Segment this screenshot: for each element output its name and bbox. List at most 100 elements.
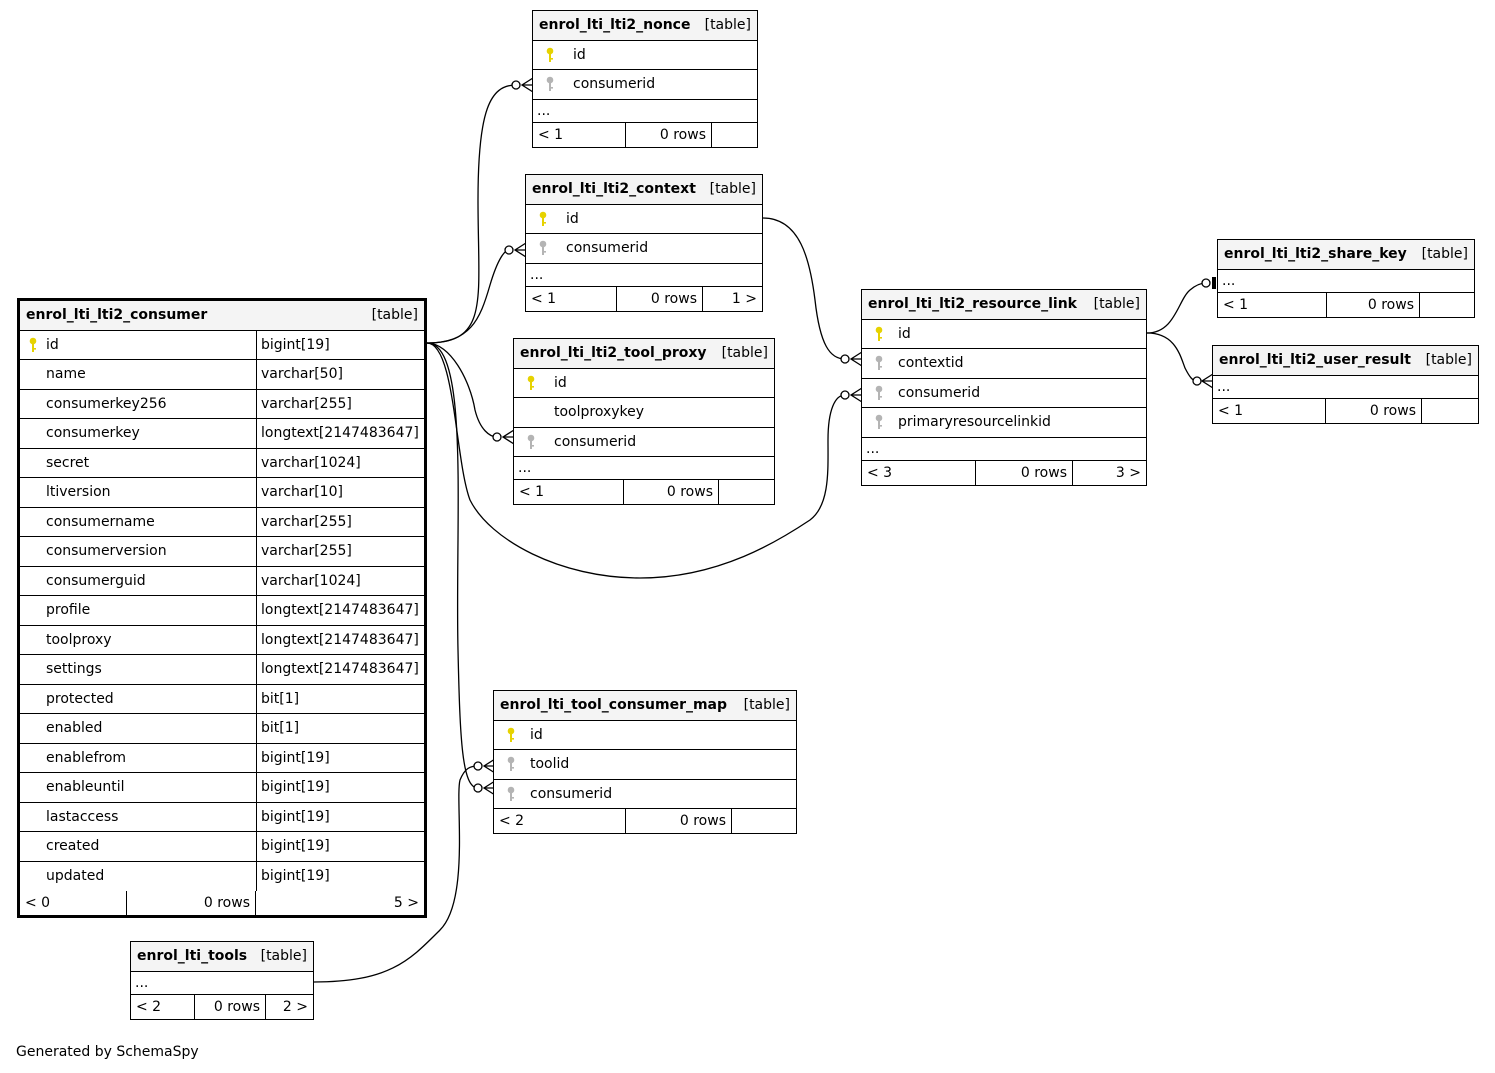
table-enrol-lti-lti2-context[interactable]: enrol_lti_lti2_context [table] id consum… [525,174,763,312]
table-enrol-lti-lti2-nonce[interactable]: enrol_lti_lti2_nonce [table] id consumer… [532,10,758,148]
foreign-key-icon [500,756,522,772]
optional-marker-context [504,245,514,255]
column-name: id [566,210,579,227]
parents-count[interactable]: < 1 [531,290,557,307]
column-row[interactable]: primaryresourcelinkid [862,408,1146,438]
column-row[interactable]: id [494,721,796,750]
table-footer: < 0 0 rows 5 > [20,891,424,915]
column-row[interactable]: id [514,369,774,398]
children-count[interactable] [711,122,757,147]
children-count[interactable]: 3 > [1072,460,1146,485]
children-count[interactable] [718,480,774,504]
optional-marker-sharekey [1201,278,1211,288]
row-count: 0 rows [625,809,731,833]
column-name: primaryresourcelinkid [898,414,1051,431]
parents-count[interactable]: < 1 [1223,296,1249,313]
more-columns-ellipsis: ... [1213,376,1478,399]
column-row[interactable]: consumerid [526,234,762,264]
table-enrol-lti-tools[interactable]: enrol_lti_tools [table] ... < 2 0 rows 2… [130,941,314,1020]
column-row[interactable]: id [533,41,757,70]
table-header[interactable]: enrol_lti_tool_consumer_map [table] [494,691,796,721]
relation-resourcelink-sharekey [1146,282,1207,334]
column-type: bigint[19] [256,832,424,861]
column-row[interactable]: consumerid [494,780,796,809]
primary-key-icon [532,211,554,227]
column-name: consumerid [554,433,637,450]
table-header[interactable]: enrol_lti_lti2_resource_link [table] [862,290,1146,320]
parents-count[interactable]: < 1 [538,126,564,143]
crowfoot-nonce [520,77,534,93]
relation-consumer-context [426,249,510,344]
column-row[interactable]: consumerid [514,428,774,457]
table-enrol-lti-lti2-resource-link[interactable]: enrol_lti_lti2_resource_link [table] id … [861,289,1147,486]
column-row[interactable]: consumerid [862,379,1146,408]
optional-marker-nonce [511,80,521,90]
parents-count[interactable]: < 2 [136,998,162,1015]
table-footer: < 2 0 rows 2 > [131,994,313,1019]
children-count[interactable]: 1 > [702,286,762,311]
table-header[interactable]: enrol_lti_lti2_context [table] [526,175,762,205]
table-header[interactable]: enrol_lti_lti2_consumer [table] [20,301,424,331]
children-count[interactable] [731,809,796,833]
column-type: bigint[19] [256,330,424,359]
column-name: consumerid [573,76,656,93]
relation-consumer-resourcelink [426,342,846,579]
parents-count[interactable]: < 0 [25,895,51,911]
children-count[interactable]: 2 > [265,994,313,1019]
table-header[interactable]: enrol_lti_lti2_nonce [table] [533,11,757,41]
table-header[interactable]: enrol_lti_lti2_tool_proxy [table] [514,339,774,369]
column-row[interactable]: id [526,205,762,234]
table-enrol-lti-lti2-tool-proxy[interactable]: enrol_lti_lti2_tool_proxy [table] id too… [513,338,775,505]
table-enrol-lti-lti2-share-key[interactable]: enrol_lti_lti2_share_key [table] ... < 1… [1217,239,1475,318]
bar-sharekey [1212,277,1216,289]
column-row[interactable]: contextid [862,349,1146,379]
foreign-key-icon [868,355,890,371]
children-count[interactable] [1419,292,1474,317]
table-header[interactable]: enrol_lti_lti2_share_key [table] [1218,240,1474,270]
children-count[interactable]: 5 > [255,891,424,915]
more-columns-ellipsis: ... [131,972,313,995]
table-footer: < 3 0 rows 3 > [862,460,1146,485]
crowfoot-context [513,242,527,258]
crowfoot-resourcelink-contextid [849,351,863,367]
column-row[interactable]: toolproxykey [514,398,774,428]
parents-count[interactable]: < 3 [867,464,893,481]
parents-count[interactable]: < 1 [1218,402,1244,419]
column-row[interactable]: consumerid [533,70,757,100]
table-enrol-lti-lti2-user-result[interactable]: enrol_lti_lti2_user_result [table] ... <… [1212,345,1479,424]
column-row[interactable]: toolid [494,750,796,780]
column-name: consumerkey [46,425,140,442]
column-row[interactable]: id [862,320,1146,349]
table-header[interactable]: enrol_lti_lti2_user_result [table] [1213,346,1478,376]
column-type: bigint[19] [256,773,424,802]
children-count[interactable] [1421,398,1478,423]
parents-count[interactable]: < 2 [499,813,525,829]
parents-count[interactable]: < 1 [519,484,545,500]
table-enrol-lti-tool-consumer-map[interactable]: enrol_lti_tool_consumer_map [table] id t… [493,690,797,834]
table-header[interactable]: enrol_lti_tools [table] [131,942,313,972]
row-count: 0 rows [975,460,1072,485]
table-footer: < 1 0 rows [1213,398,1478,423]
column-name: id [898,325,911,342]
table-footer: < 1 0 rows 1 > [526,286,762,311]
